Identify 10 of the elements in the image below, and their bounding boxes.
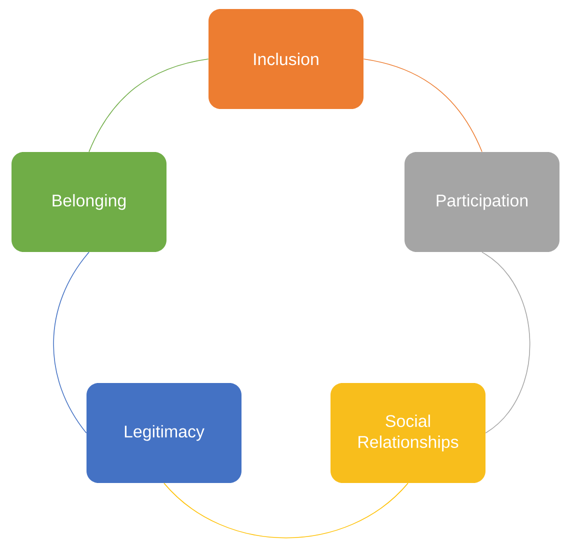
connector-arc: [164, 482, 408, 538]
process-box: Participation: [404, 152, 560, 252]
process-box: Social Relationships: [330, 382, 486, 483]
connector-arc: [482, 252, 530, 434]
connector-arc: [53, 252, 90, 434]
connector-arc: [88, 58, 209, 152]
process-box: Legitimacy: [86, 382, 242, 483]
process-box: Inclusion: [208, 9, 364, 109]
connector-arc: [363, 58, 482, 152]
process-box: Belonging: [12, 152, 166, 252]
